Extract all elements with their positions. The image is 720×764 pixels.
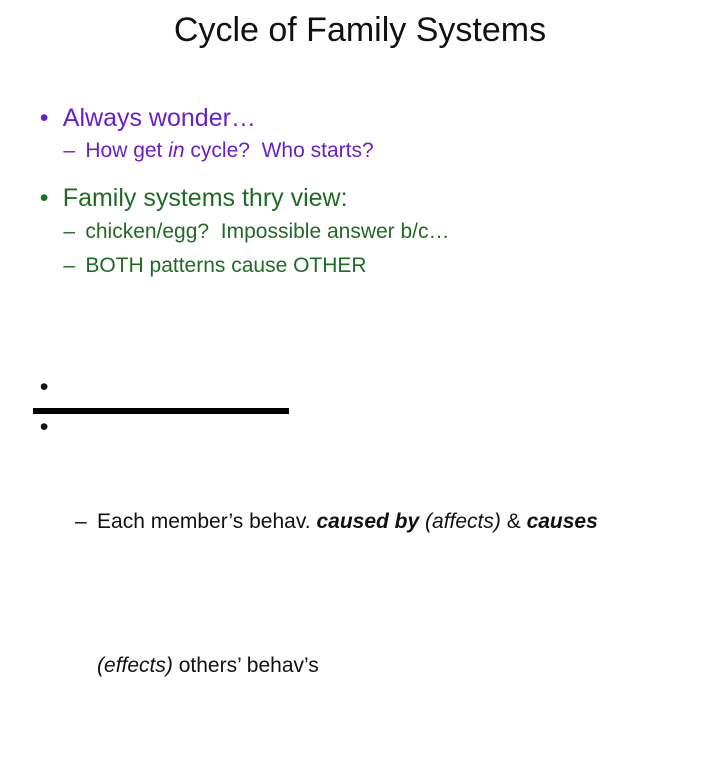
- slide-title: Cycle of Family Systems: [173, 11, 547, 49]
- text-run-bold-italic: causes: [526, 509, 598, 533]
- subbullet-chicken-egg-text: chicken/egg? Impossible answer b/c…: [85, 219, 450, 243]
- dash-icon: –: [63, 219, 76, 243]
- text-run: cycle? Who starts?: [184, 138, 374, 162]
- empty-bullet-1: •: [12, 341, 63, 433]
- dash-icon: –: [75, 509, 87, 533]
- text-run: others’ behav’s: [172, 653, 319, 677]
- bullet-icon: •: [39, 103, 49, 132]
- subbullet-both-patterns-text: BOTH patterns cause OTHER: [85, 253, 367, 277]
- each-member-line-2: (effects) others’ behav’s: [62, 621, 598, 711]
- text-run-italic: (affects): [419, 509, 501, 533]
- dash-icon: –: [63, 138, 76, 162]
- bullet-icon: •: [39, 412, 49, 441]
- bullet-always-wonder: • Always wonder…: [12, 72, 256, 164]
- bullet-family-systems: • Family systems thry view:: [12, 152, 348, 244]
- text-run: Each member’s behav.: [97, 509, 317, 533]
- bullet-always-wonder-text: Always wonder…: [62, 103, 256, 132]
- text-run-bold-italic: caused by: [316, 509, 420, 533]
- slide-canvas: Cycle of Family Systems •Always wonder… …: [12, 11, 598, 677]
- text-run: &: [500, 509, 527, 533]
- text-run-italic: (effects): [97, 653, 173, 677]
- subbullet-both-patterns: –BOTH patterns cause OTHER: [40, 226, 367, 307]
- subbullet-chicken-egg: –chicken/egg? Impossible answer b/c…: [40, 192, 450, 273]
- bullet-icon: •: [39, 183, 49, 212]
- each-member-line-1: –Each member’s behav. caused by (affects…: [40, 477, 598, 567]
- subbullet-how-get: –How get in cycle? Who starts?: [40, 111, 373, 192]
- empty-bullet-2: •: [12, 381, 63, 473]
- bullet-icon: •: [39, 372, 49, 401]
- text-run: How get: [85, 138, 169, 162]
- bullet-family-systems-text: Family systems thry view:: [62, 183, 348, 212]
- text-run-italic: in: [168, 138, 185, 162]
- fill-in-blank-underline: [33, 408, 289, 414]
- subbullet-how-get-text: How get in cycle? Who starts?: [85, 139, 373, 162]
- dash-icon: –: [63, 253, 76, 277]
- subbullet-each-member: –Each member’s behav. caused by (affects…: [40, 423, 598, 764]
